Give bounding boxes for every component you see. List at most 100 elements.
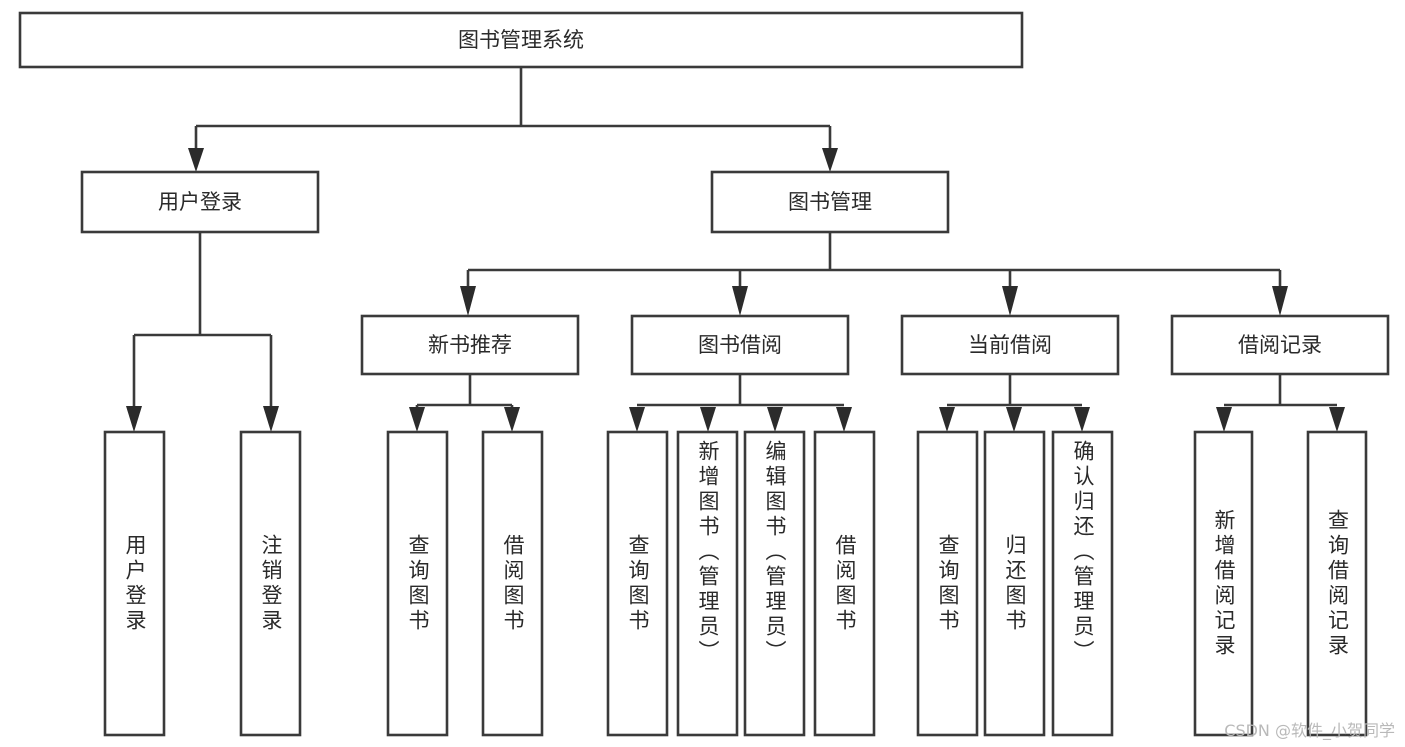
leaf-node-add-book[interactable]: 新增图书（管理员）	[676, 430, 739, 737]
connector-group-book-borrow-to-leaves	[629, 374, 852, 432]
leaf-node-add-borrow-record-text-wrap: 新增借阅记录	[1212, 508, 1236, 659]
leaf-node-logout[interactable]: 注销登录	[239, 430, 302, 737]
leaf-node-logout-label: 注销登录	[259, 533, 283, 634]
leaf-node-add-book-label: 新增图书（管理员）	[696, 440, 720, 665]
leaf-node-return-book-text-wrap: 归还图书	[1003, 533, 1027, 634]
node-current-borrow-box[interactable]	[900, 314, 1120, 376]
leaf-node-query-book-borrow-box[interactable]	[606, 430, 669, 737]
leaf-node-query-book-borrow-text-wrap: 查询图书	[626, 533, 650, 634]
node-new-book-recommend-box[interactable]	[360, 314, 580, 376]
node-borrow-record-label: 借阅记录	[1238, 333, 1322, 357]
connector-group-new-book-to-leaves	[409, 374, 520, 432]
arrow-head-to-book-borrow	[732, 286, 748, 316]
leaf-node-return-book-label: 归还图书	[1003, 533, 1027, 634]
connector-group-root-to-level2	[188, 67, 838, 172]
connector-group-borrow-record-to-leaves	[1216, 374, 1345, 432]
arrow-head-to-current-borrow	[1002, 286, 1018, 316]
arrow-head-leaf-logout	[263, 406, 279, 432]
arrow-head-to-book-manage	[822, 148, 838, 172]
arrow-head-leaf-confirm-return	[1074, 407, 1090, 432]
arrow-head-leaf-borrow-book-2	[836, 407, 852, 432]
leaf-node-query-book-current-text-wrap: 查询图书	[936, 533, 960, 634]
leaf-node-confirm-return[interactable]: 确认归还（管理员）	[1051, 430, 1114, 737]
leaf-node-query-borrow-record-label: 查询借阅记录	[1325, 508, 1350, 659]
node-root-box[interactable]	[18, 11, 1024, 69]
arrow-head-to-user-login	[188, 148, 204, 172]
node-book-manage[interactable]: 图书管理	[710, 170, 950, 234]
leaf-node-query-book-recommend-label: 查询图书	[406, 533, 430, 634]
node-current-borrow[interactable]: 当前借阅	[900, 314, 1120, 376]
leaf-node-user-login-box[interactable]	[103, 430, 166, 737]
leaf-node-add-book-box[interactable]	[676, 430, 739, 737]
leaf-node-edit-book[interactable]: 编辑图书（管理员）	[743, 430, 806, 737]
arrow-head-leaf-borrow-book-1	[504, 407, 520, 432]
arrow-head-leaf-edit-book	[767, 407, 783, 432]
leaf-node-confirm-return-text-wrap: 确认归还（管理员）	[1071, 440, 1095, 665]
leaf-node-return-book-box[interactable]	[983, 430, 1046, 737]
leaf-node-confirm-return-box[interactable]	[1051, 430, 1114, 737]
arrow-head-leaf-query-book-1	[409, 407, 425, 432]
leaf-node-query-book-current-box[interactable]	[916, 430, 979, 737]
leaf-node-query-book-borrow[interactable]: 查询图书	[606, 430, 669, 737]
node-new-book-recommend-label: 新书推荐	[428, 333, 512, 357]
arrow-head-leaf-query-book-3	[939, 407, 955, 432]
leaf-node-borrow-book[interactable]: 借阅图书	[813, 430, 876, 737]
node-new-book-recommend[interactable]: 新书推荐	[360, 314, 580, 376]
leaf-node-add-book-text-wrap: 新增图书（管理员）	[696, 440, 720, 665]
leaf-node-query-borrow-record-box[interactable]	[1306, 430, 1368, 737]
leaf-node-borrow-book-recommend-box[interactable]	[481, 430, 544, 737]
node-borrow-record[interactable]: 借阅记录	[1170, 314, 1390, 376]
node-book-borrow-box[interactable]	[630, 314, 850, 376]
leaf-node-query-book-recommend[interactable]: 查询图书	[386, 430, 449, 737]
connector-group-book-manage-to-level3	[460, 232, 1288, 316]
leaf-node-add-borrow-record-box[interactable]	[1193, 430, 1254, 737]
leaf-node-add-borrow-record[interactable]: 新增借阅记录	[1193, 430, 1254, 737]
leaf-node-query-borrow-record-text-wrap: 查询借阅记录	[1325, 508, 1350, 659]
leaf-node-borrow-book-recommend-label: 借阅图书	[501, 533, 525, 634]
leaf-node-query-borrow-record[interactable]: 查询借阅记录	[1306, 430, 1368, 737]
node-current-borrow-label: 当前借阅	[968, 333, 1052, 357]
leaf-node-logout-box[interactable]	[239, 430, 302, 737]
leaf-node-borrow-book-recommend-text-wrap: 借阅图书	[501, 533, 525, 634]
node-root[interactable]: 图书管理系统	[18, 11, 1024, 69]
leaf-node-query-book-recommend-text-wrap: 查询图书	[406, 533, 430, 634]
leaf-node-edit-book-box[interactable]	[743, 430, 806, 737]
arrow-head-leaf-return-book	[1006, 407, 1022, 432]
leaf-node-query-book-recommend-box[interactable]	[386, 430, 449, 737]
node-user-login-label: 用户登录	[158, 190, 242, 214]
node-book-manage-box[interactable]	[710, 170, 950, 234]
leaf-node-borrow-book-text-wrap: 借阅图书	[833, 533, 857, 634]
leaf-node-borrow-book-box[interactable]	[813, 430, 876, 737]
node-book-manage-label: 图书管理	[788, 190, 872, 214]
arrow-head-leaf-user-login	[126, 406, 142, 432]
node-book-borrow[interactable]: 图书借阅	[630, 314, 850, 376]
arrow-head-to-new-book	[460, 286, 476, 316]
leaf-node-confirm-return-label: 确认归还（管理员）	[1071, 440, 1095, 665]
node-borrow-record-box[interactable]	[1170, 314, 1390, 376]
leaf-node-edit-book-label: 编辑图书（管理员）	[763, 440, 787, 665]
leaf-node-borrow-book-label: 借阅图书	[833, 533, 857, 634]
node-user-login[interactable]: 用户登录	[80, 170, 320, 234]
connector-group-current-borrow-to-leaves	[939, 374, 1090, 432]
leaf-node-logout-text-wrap: 注销登录	[259, 533, 283, 634]
node-user-login-box[interactable]	[80, 170, 320, 234]
arrow-head-leaf-query-book-2	[629, 407, 645, 432]
leaf-node-borrow-book-recommend[interactable]: 借阅图书	[481, 430, 544, 737]
leaf-node-edit-book-text-wrap: 编辑图书（管理员）	[763, 440, 787, 665]
leaf-node-query-book-current-label: 查询图书	[936, 533, 960, 634]
csdn-watermark: CSDN @软件_小贺同学	[1224, 721, 1395, 740]
leaf-node-user-login-text-wrap: 用户登录	[123, 533, 147, 634]
leaf-node-user-login-label: 用户登录	[123, 533, 147, 634]
arrow-head-leaf-add-book	[700, 407, 716, 432]
connector-group-user-login-to-leaves	[126, 232, 279, 432]
leaf-node-user-login[interactable]: 用户登录	[103, 430, 166, 737]
arrow-head-to-borrow-record	[1272, 286, 1288, 316]
leaf-node-return-book[interactable]: 归还图书	[983, 430, 1046, 737]
arrow-head-leaf-query-record	[1329, 407, 1345, 432]
leaf-node-query-book-borrow-label: 查询图书	[626, 533, 650, 634]
leaf-node-query-book-current[interactable]: 查询图书	[916, 430, 979, 737]
node-book-borrow-label: 图书借阅	[698, 333, 782, 357]
arrow-head-leaf-add-record	[1216, 407, 1232, 432]
leaf-node-add-borrow-record-label: 新增借阅记录	[1212, 508, 1236, 659]
